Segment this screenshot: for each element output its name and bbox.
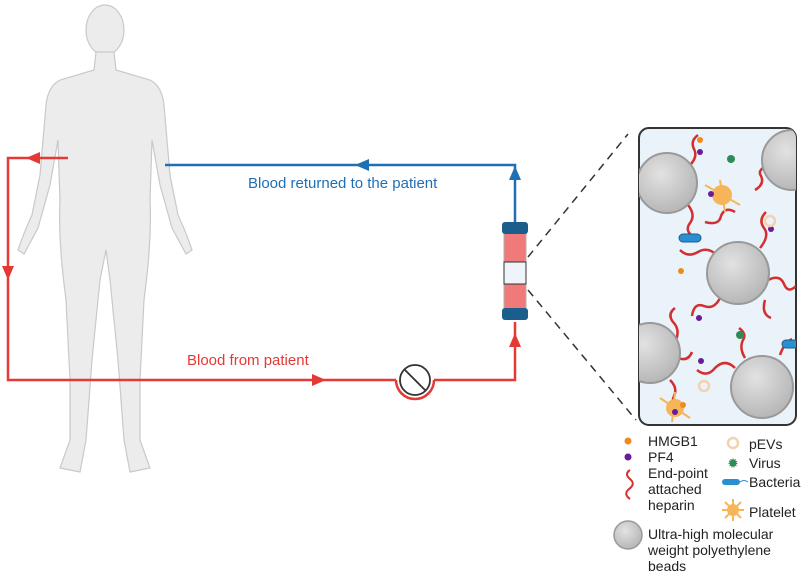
bead-icon <box>613 520 643 550</box>
legend-pevs: pEVs <box>749 436 783 452</box>
heparin-icon <box>625 469 634 500</box>
pf4-icon <box>624 453 632 461</box>
platelet-icon <box>722 499 744 521</box>
legend-beads: Ultra-high molecular weight polyethylene… <box>648 526 774 574</box>
pevs-icon <box>726 436 740 450</box>
arrow-left-icon <box>26 152 40 164</box>
legend-heparin: End-point attached heparin <box>648 465 708 513</box>
legend-bacteria: Bacteria <box>749 474 801 490</box>
arrow-left-icon <box>355 159 369 171</box>
arrow-down-icon <box>2 266 14 280</box>
legend-pf4: PF4 <box>648 449 674 465</box>
legend-platelet: Platelet <box>749 504 796 520</box>
hmgb1-icon <box>624 437 632 445</box>
pump-icon <box>399 364 431 396</box>
return-line <box>165 163 517 222</box>
blood-from-label: Blood from patient <box>187 352 309 369</box>
magnified-view <box>638 127 797 426</box>
legend-virus: Virus <box>749 455 781 471</box>
arrow-right-icon <box>312 374 326 386</box>
virus-icon <box>728 458 738 468</box>
legend-icons <box>613 436 749 550</box>
cartridge-icon <box>502 222 528 320</box>
blood-returned-label: Blood returned to the patient <box>248 175 438 192</box>
arrow-up-icon <box>509 166 521 180</box>
legend-hmgb1: HMGB1 <box>648 433 698 449</box>
bacteria-icon <box>722 479 740 485</box>
arrow-up-icon <box>509 333 521 347</box>
human-figure <box>17 4 193 473</box>
